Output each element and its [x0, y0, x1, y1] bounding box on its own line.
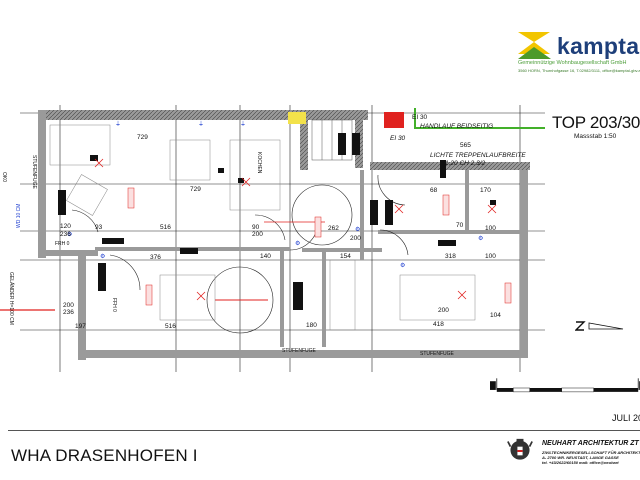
footer-divider	[8, 430, 640, 431]
architect-line-2: A- 2700 WR. NEUSTADT, LANGE GASSE	[542, 455, 619, 460]
svg-text:KOCHEN: KOCHEN	[256, 152, 262, 174]
svg-text:FRH 0: FRH 0	[55, 241, 70, 247]
svg-text:197: 197	[75, 323, 86, 330]
svg-text:⚙: ⚙	[100, 253, 105, 260]
svg-text:GELÄNDER H=100 CM: GELÄNDER H=100 CM	[8, 272, 15, 325]
svg-text:200: 200	[63, 302, 74, 309]
svg-text:318: 318	[445, 253, 456, 260]
svg-text:180: 180	[306, 322, 317, 329]
svg-text:565: 565	[460, 142, 471, 149]
svg-text:EI 30: EI 30	[390, 135, 406, 142]
svg-text:⏚: ⏚	[198, 121, 204, 128]
svg-text:1,20 CH 2,3/2: 1,20 CH 2,3/2	[445, 160, 485, 167]
svg-text:FFH 0: FFH 0	[111, 298, 117, 312]
svg-text:93: 93	[95, 224, 103, 231]
svg-text:STUFENFUGE: STUFENFUGE	[31, 155, 37, 190]
kamptal-logo-mark	[518, 32, 551, 59]
svg-text:236: 236	[63, 309, 74, 316]
architect-name: NEUHART ARCHITEKTUR ZT GMBH	[542, 440, 640, 447]
svg-text:⏚: ⏚	[240, 121, 246, 128]
svg-text:729: 729	[190, 186, 201, 193]
plan-title: TOP 203/303	[552, 113, 640, 132]
svg-text:OK0: OK0	[1, 172, 7, 182]
svg-text:200: 200	[438, 307, 449, 314]
svg-text:154: 154	[340, 253, 351, 260]
svg-text:262: 262	[328, 225, 339, 232]
svg-text:104: 104	[490, 312, 501, 319]
plan-date: JULI 20	[612, 413, 640, 423]
svg-text:236: 236	[60, 231, 71, 238]
svg-text:90: 90	[252, 224, 260, 231]
svg-text:⚙: ⚙	[478, 235, 483, 242]
scale-label: Massstab 1:50	[574, 133, 617, 140]
architect-line-1: ZIVILTECHNIKERGESELLSCHAFT FÜR ARCHITEKT…	[542, 450, 640, 455]
svg-text:120: 120	[60, 223, 71, 230]
svg-text:⏚: ⏚	[115, 121, 121, 128]
svg-text:729: 729	[137, 134, 148, 141]
svg-text:200: 200	[252, 231, 263, 238]
svg-text:100: 100	[485, 225, 496, 232]
svg-text:⚙: ⚙	[67, 231, 72, 238]
logo-address: 3560 HORN, Thurnhofgasse 16, T.02982/311…	[518, 68, 640, 73]
scale-bar	[490, 378, 640, 393]
svg-text:HANDLAUF BEIDSEITIG: HANDLAUF BEIDSEITIG	[420, 123, 493, 130]
north-arrow	[575, 321, 624, 331]
svg-text:EI 30: EI 30	[412, 114, 428, 121]
svg-text:⚙: ⚙	[295, 240, 300, 247]
svg-text:516: 516	[165, 323, 176, 330]
logo-wordmark: kamptal	[557, 33, 640, 59]
svg-text:LICHTE TREPPENLAUFBREITE: LICHTE TREPPENLAUFBREITE	[430, 152, 526, 159]
svg-text:376: 376	[150, 254, 161, 261]
project-title: WHA DRASENHOFEN I	[11, 446, 198, 465]
svg-text:418: 418	[433, 321, 444, 328]
architect-line-3: tel. +43/2622/60150 mail: office@neuhart	[542, 460, 619, 465]
svg-text:STUFENFUGE: STUFENFUGE	[282, 348, 317, 354]
svg-text:200: 200	[350, 235, 361, 242]
svg-text:⚙: ⚙	[400, 262, 405, 269]
svg-text:70: 70	[456, 222, 464, 229]
svg-text:140: 140	[260, 253, 271, 260]
svg-text:68: 68	[430, 187, 438, 194]
austrian-eagle-icon	[507, 438, 533, 460]
svg-text:WD 10 CM: WD 10 CM	[16, 204, 22, 228]
svg-text:516: 516	[160, 224, 171, 231]
floor-plan: ⏚ ⏚ ⏚ ⚙ ⚙ ⚙ ⚙ ⚙ ⚙ 729 729 516 516 93 120 236 3…	[0, 105, 545, 372]
svg-text:STUFENFUGE: STUFENFUGE	[420, 351, 455, 357]
svg-text:100: 100	[485, 253, 496, 260]
logo-subtitle: Gemeinnützige Wohnbaugesellschaft GmbH	[518, 60, 627, 66]
svg-text:170: 170	[480, 187, 491, 194]
svg-text:⚙: ⚙	[355, 226, 360, 233]
